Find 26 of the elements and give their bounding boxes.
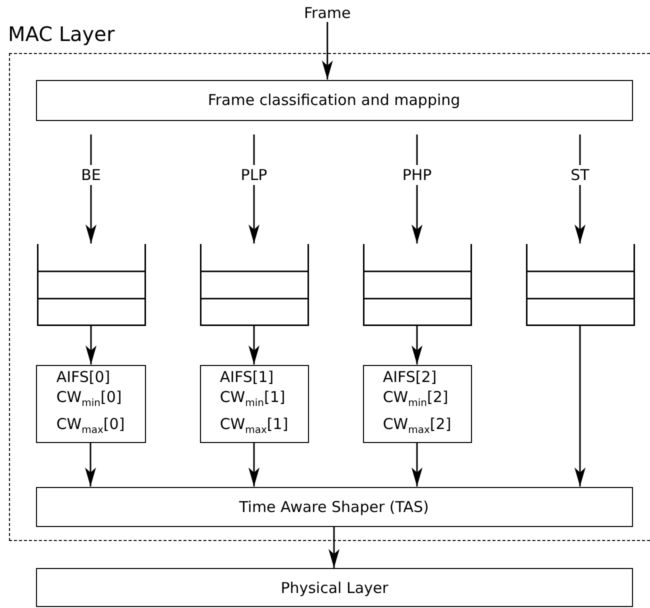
box-label: Physical Layer <box>280 578 388 596</box>
process-box <box>36 80 632 120</box>
parameter-box <box>362 364 472 442</box>
parameter-box <box>200 364 308 442</box>
box-label: Time Aware Shaper (TAS) <box>239 498 429 516</box>
arrow <box>86 134 96 244</box>
arrow <box>248 442 260 486</box>
box-label: Frame classification and mapping <box>208 91 460 109</box>
edge-label: ST <box>568 164 592 184</box>
arrow <box>85 442 96 486</box>
arrow <box>322 22 333 80</box>
arrow <box>86 326 96 364</box>
input-label: Frame <box>304 4 351 22</box>
arrow <box>328 526 340 568</box>
parameter-list: AIFS[2] CW$_{min}$[2] CW$_{max}$[2] <box>382 366 452 440</box>
parameter-box <box>36 364 146 442</box>
process-box <box>36 568 633 607</box>
arrow <box>412 442 422 486</box>
arrow <box>248 326 260 364</box>
parameter-list: AIFS[1] CW$_{min}$[1] CW$_{max}$[1] <box>220 366 288 440</box>
parameter-list: AIFS[0] CW$_{min}$[0] CW$_{max}$[0] <box>56 366 125 440</box>
layer-title: MAC Layer <box>8 22 115 46</box>
arrow <box>574 134 586 244</box>
arrow <box>412 326 422 364</box>
arrow <box>574 326 586 486</box>
process-box <box>36 486 632 526</box>
